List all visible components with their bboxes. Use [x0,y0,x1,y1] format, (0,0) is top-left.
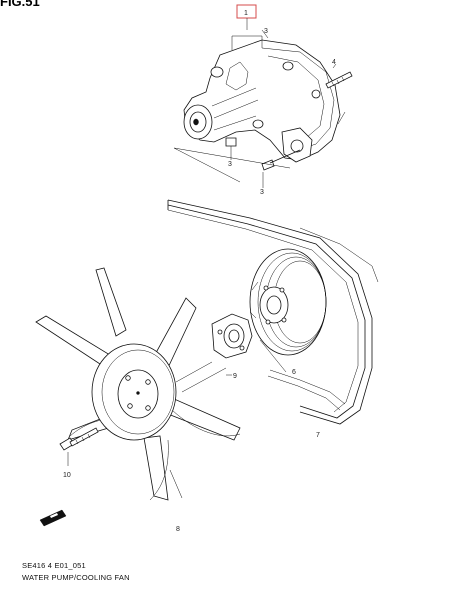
fan-spacer[interactable] [211,313,253,359]
callout-8: 8 [176,526,180,533]
callout-3c: 3 [260,189,264,196]
callout-3b: 3 [228,161,232,168]
pump-bolt-upper[interactable] [225,137,237,158]
pump-bolt-lower[interactable] [261,149,301,171]
callout-6: 6 [292,369,296,376]
v-ribbed-belt[interactable] [167,199,379,425]
figure-label: FIG.51 [0,0,40,9]
cooling-fan[interactable] [35,267,241,501]
fwd-arrow-icon [39,509,67,527]
callout-9: 9 [233,373,237,380]
drawing-title: WATER PUMP/COOLING FAN [22,573,130,582]
callout-4: 4 [332,59,336,66]
callout-7: 7 [316,432,320,439]
callout-10: 10 [63,472,71,479]
callout-1: 1 [244,10,248,17]
callout-box-1 [236,4,257,19]
callout-3a: 3 [264,28,268,35]
pulley[interactable] [249,248,327,356]
drawing-code: SE416 4 E01_051 [22,561,86,570]
fan-bolt[interactable] [59,427,99,451]
water-pump-assembly[interactable] [183,39,341,163]
stud-bolt[interactable] [325,71,353,89]
